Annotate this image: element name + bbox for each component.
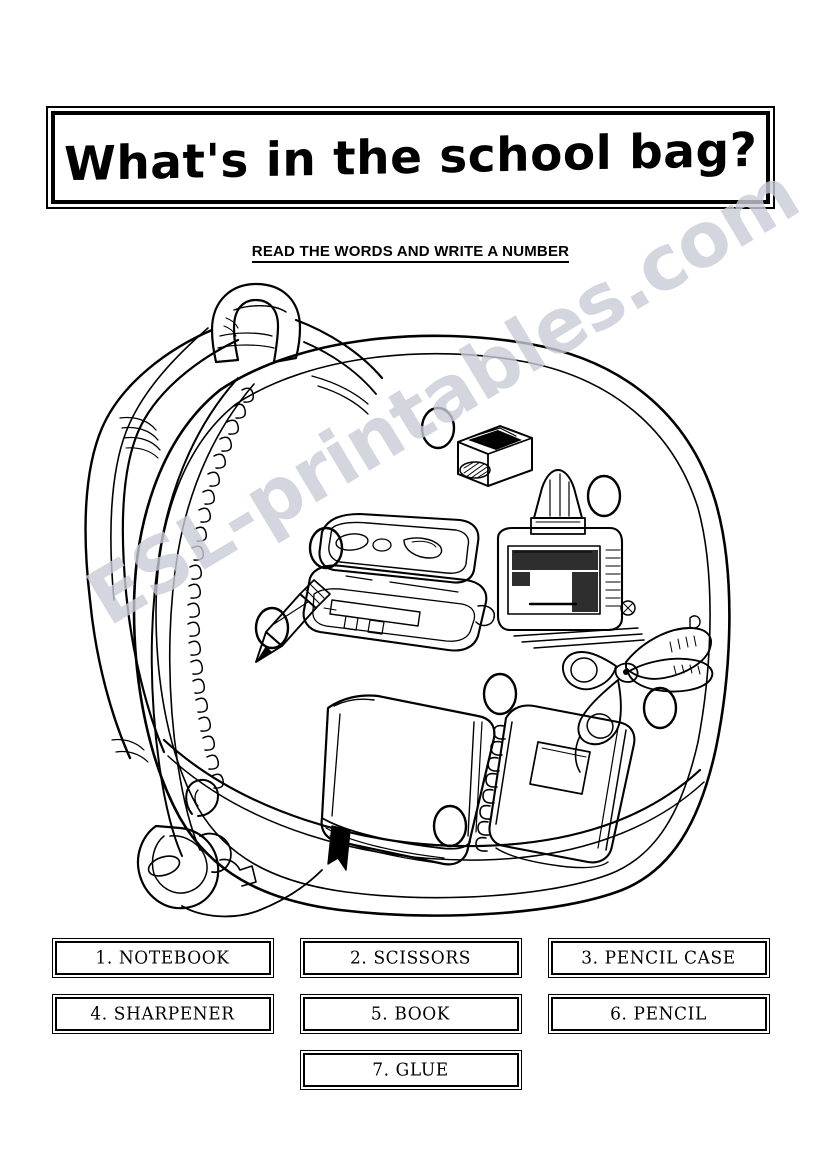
backpack-straps (84, 318, 384, 763)
word-label-notebook: 1. NOTEBOOK (95, 947, 230, 969)
word-bank-row-3: 7. GLUE (0, 1050, 821, 1090)
item-notebook (475, 704, 636, 869)
answer-circles (254, 406, 678, 848)
answer-circle-book[interactable] (432, 804, 468, 848)
answer-circle-notebook[interactable] (482, 672, 518, 716)
answer-circle-glue[interactable] (586, 474, 622, 518)
word-label-glue: 7. GLUE (372, 1059, 449, 1081)
answer-circle-sharpener[interactable] (420, 406, 456, 450)
answer-circle-pencil[interactable] (254, 606, 290, 650)
answer-circle-pencil-case[interactable] (308, 526, 344, 570)
word-box-glue[interactable]: 7. GLUE (299, 1050, 522, 1090)
page-title: What's in the school bag? (63, 122, 758, 193)
word-label-pencil-case: 3. PENCIL CASE (581, 947, 736, 969)
word-label-scissors: 2. SCISSORS (350, 947, 471, 969)
instruction-line: READ THE WORDS AND WRITE A NUMBER (0, 243, 821, 263)
word-box-pencil-inner: 6. PENCIL (550, 997, 767, 1031)
word-box-pencil-case[interactable]: 3. PENCIL CASE (547, 938, 770, 978)
word-box-pencil-case-inner: 3. PENCIL CASE (550, 941, 767, 975)
title-banner-inner: What's in the school bag? (51, 111, 770, 204)
word-bank-row-1: 1. NOTEBOOK 2. SCISSORS 3. PENCIL CASE (0, 938, 821, 978)
word-box-scissors-inner: 2. SCISSORS (302, 941, 519, 975)
backpack-zipper (150, 377, 255, 857)
word-box-book[interactable]: 5. BOOK (299, 994, 522, 1034)
answer-circle-scissors[interactable] (642, 686, 678, 730)
word-label-book: 5. BOOK (370, 1003, 451, 1025)
item-pencil-case (302, 512, 496, 652)
word-box-pencil[interactable]: 6. PENCIL (547, 994, 770, 1034)
title-banner: What's in the school bag? (46, 106, 775, 209)
word-box-glue-inner: 7. GLUE (302, 1053, 519, 1087)
item-pencil (255, 579, 331, 663)
item-scissors (562, 615, 714, 773)
backpack-illustration (60, 270, 760, 930)
word-box-notebook-inner: 1. NOTEBOOK (54, 941, 271, 975)
backpack-handle (210, 282, 302, 364)
backpack-body (132, 334, 731, 917)
item-glue (496, 469, 645, 649)
word-label-pencil: 6. PENCIL (610, 1003, 707, 1025)
instruction-text: READ THE WORDS AND WRITE A NUMBER (251, 243, 570, 263)
item-sharpener (457, 425, 533, 487)
item-book (320, 694, 496, 871)
word-box-notebook[interactable]: 1. NOTEBOOK (51, 938, 274, 978)
zipper-pull (136, 778, 323, 918)
word-box-sharpener-inner: 4. SHARPENER (54, 997, 271, 1031)
word-box-book-inner: 5. BOOK (302, 997, 519, 1031)
word-box-scissors[interactable]: 2. SCISSORS (299, 938, 522, 978)
word-label-sharpener: 4. SHARPENER (90, 1003, 235, 1025)
word-bank: 1. NOTEBOOK 2. SCISSORS 3. PENCIL CASE 4… (0, 938, 821, 1106)
word-box-sharpener[interactable]: 4. SHARPENER (51, 994, 274, 1034)
word-bank-row-2: 4. SHARPENER 5. BOOK 6. PENCIL (0, 994, 821, 1034)
